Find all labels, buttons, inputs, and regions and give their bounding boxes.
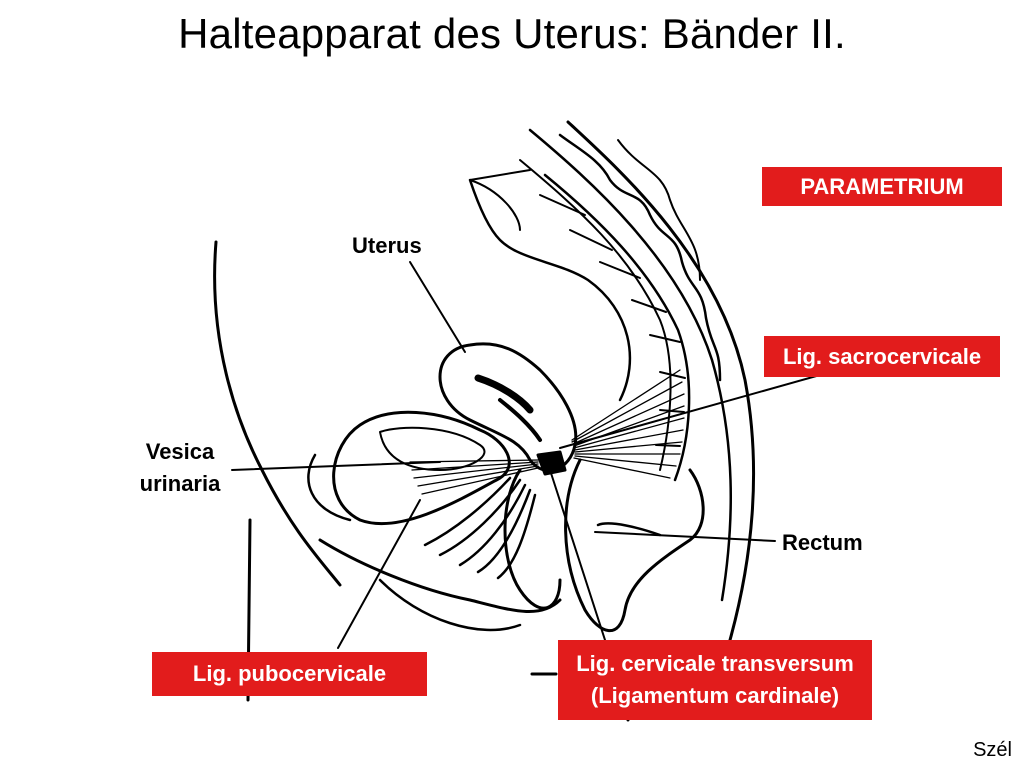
sacrum-front [543, 173, 691, 482]
uterus-cavity [474, 374, 534, 414]
posterior-wall-outer [566, 120, 756, 642]
label-vesica-urinaria: Vesica urinaria [134, 436, 226, 500]
pointer-rectum [594, 531, 776, 542]
spine-wavy [558, 133, 722, 382]
bladder-outer [332, 410, 511, 526]
bladder-inner [379, 426, 486, 471]
label-uterus: Uterus [352, 233, 422, 258]
sacral-segments [469, 169, 686, 447]
pubocervicale-fibers [409, 459, 539, 495]
label-lig-cervicale-transversum: Lig. cervicale transversum (Ligamentum c… [558, 640, 872, 720]
label-lig-sacrocervicale-text: Lig. sacrocervicale [782, 343, 982, 369]
label-lig-pubocervicale-text: Lig. pubocervicale [192, 661, 387, 687]
pointer-sacrocervicale [559, 374, 821, 449]
pointer-pubocervicale [337, 499, 421, 649]
label-parametrium-text: PARAMETRIUM [800, 173, 964, 199]
abdominal-wall [213, 240, 342, 587]
label-parametrium: PARAMETRIUM [762, 167, 1002, 206]
pointer-lines [231, 261, 821, 649]
label-vesica-line1: Vesica [145, 439, 215, 464]
slide-title: Halteapparat des Uterus: Bänder II. [178, 10, 846, 57]
uterus-cavity-2 [498, 398, 542, 442]
label-lig-cervicale-line1: Lig. cervicale transversum [576, 651, 854, 677]
label-lig-pubocervicale: Lig. pubocervicale [152, 652, 427, 696]
pointer-cervicale [549, 469, 606, 641]
cervix [536, 450, 567, 476]
cardinale-fibers [423, 476, 537, 580]
pointer-uterus [409, 261, 466, 353]
vagina-wall [503, 468, 562, 610]
label-lig-sacrocervicale: Lig. sacrocervicale [764, 336, 1000, 377]
peritoneum-upper [468, 178, 632, 402]
perineum [318, 538, 562, 613]
label-rectum: Rectum [782, 530, 863, 555]
spine-wavy-2 [617, 139, 701, 281]
rectum-inner [596, 522, 662, 537]
pointer-vesica [231, 461, 441, 471]
author-credit: Szél [973, 739, 1012, 761]
rectum-outer [564, 458, 705, 633]
label-vesica-line2: urinaria [139, 470, 221, 496]
label-lig-cervicale-line2: (Ligamentum cardinale) [590, 683, 840, 708]
posterior-wall-inner [528, 128, 733, 602]
sacrocervicale-fibers [571, 369, 685, 479]
perineum-lower [378, 578, 522, 632]
bladder-front [307, 453, 352, 522]
